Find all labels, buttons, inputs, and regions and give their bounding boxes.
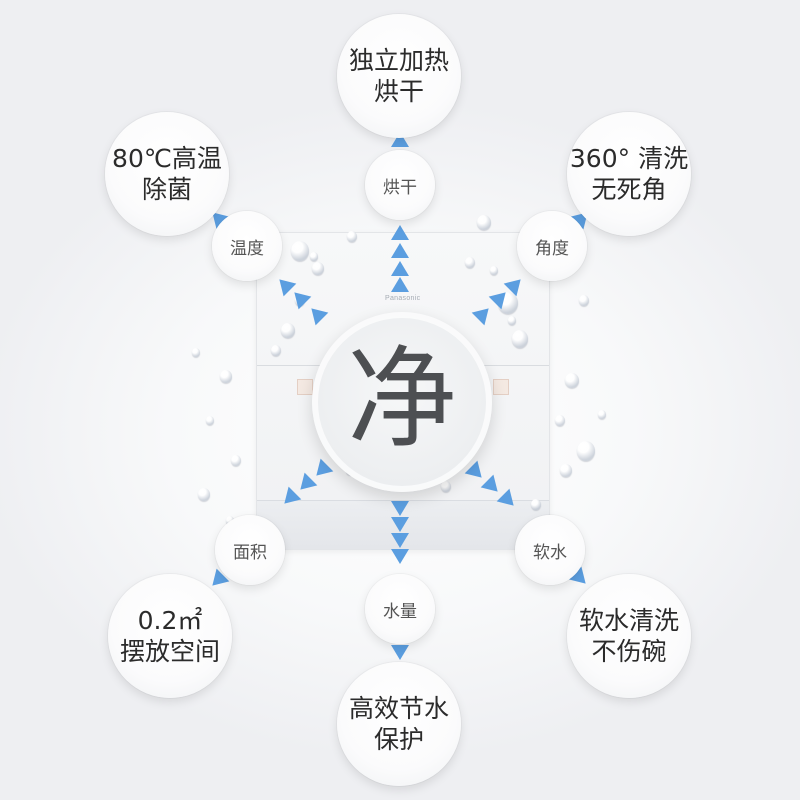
- water-droplet: [231, 455, 241, 466]
- feature-bottom-tag-label: 水量: [383, 601, 417, 622]
- feature-bottom-right-line1: 软水清洗: [578, 606, 679, 635]
- feature-bottom-left-tag-label: 面积: [233, 542, 267, 563]
- direction-arrow-icon: [488, 292, 506, 310]
- center-badge: 净: [312, 312, 492, 492]
- feature-top-line2: 烘干: [373, 77, 424, 106]
- direction-arrow-icon: [391, 132, 409, 147]
- feature-top-right-tag-label: 角度: [535, 238, 569, 259]
- feature-bottom-left-circle: 0.2㎡ 摆放空间: [108, 574, 232, 698]
- water-droplet: [271, 345, 281, 356]
- water-droplet: [477, 215, 491, 231]
- direction-arrow-icon: [311, 308, 329, 326]
- feature-top-left-circle: 80℃高温 除菌: [105, 112, 229, 236]
- direction-arrow-icon: [391, 261, 409, 276]
- feature-bottom-line1: 高效节水: [348, 694, 449, 723]
- feature-bottom-left-tag: 面积: [215, 515, 285, 585]
- direction-arrow-icon: [279, 279, 297, 297]
- water-droplet: [310, 252, 318, 261]
- feature-top-left-line1: 80℃高温: [112, 144, 222, 173]
- brand-logo: Panasonic: [385, 295, 421, 302]
- feature-bottom-right-line2: 不伤碗: [591, 637, 667, 666]
- center-character: 净: [347, 335, 457, 463]
- feature-top-left-tag: 温度: [212, 211, 282, 281]
- arrow-markers: [212, 132, 588, 660]
- water-droplet: [577, 441, 595, 461]
- direction-arrow-icon: [212, 568, 230, 586]
- water-droplet: [198, 488, 210, 502]
- water-droplet: [555, 415, 565, 426]
- feature-top-right-tag: 角度: [517, 211, 587, 281]
- direction-arrow-icon: [316, 458, 334, 476]
- water-droplet: [560, 464, 572, 478]
- feature-bottom-right-circle: 软水清洗 不伤碗: [567, 574, 691, 698]
- feature-bottom-right-tag-label: 软水: [533, 542, 567, 563]
- feature-top-left-tag-label: 温度: [230, 238, 264, 259]
- water-droplet: [220, 370, 232, 384]
- feature-top-left-line2: 除菌: [141, 175, 192, 204]
- feature-bottom-tag: 水量: [365, 574, 435, 644]
- feature-top-line1: 独立加热: [348, 46, 449, 75]
- direction-arrow-icon: [391, 533, 409, 548]
- water-droplet: [565, 373, 579, 389]
- direction-arrow-icon: [471, 308, 489, 326]
- water-droplet: [312, 262, 324, 276]
- water-droplet: [206, 416, 214, 425]
- feature-bottom-right-tag: 软水: [515, 515, 585, 585]
- direction-arrow-icon: [496, 488, 514, 506]
- feature-bottom-left-line1: 0.2㎡: [137, 606, 203, 635]
- water-droplet: [465, 257, 475, 268]
- feature-top-circle: 独立加热 烘干: [337, 14, 461, 138]
- water-droplet: [531, 499, 541, 510]
- direction-arrow-icon: [300, 472, 318, 490]
- water-droplet: [512, 330, 528, 348]
- feature-top-tag: 烘干: [365, 150, 435, 220]
- feature-bottom-left-line2: 摆放空间: [119, 637, 220, 666]
- feature-bottom-circle: 高效节水 保护: [337, 662, 461, 786]
- feature-top-right-line1: 360° 清洗: [569, 144, 689, 173]
- direction-arrow-icon: [284, 486, 302, 504]
- direction-arrow-icon: [294, 292, 312, 310]
- feature-top-tag-label: 烘干: [383, 177, 417, 198]
- water-droplet: [192, 348, 200, 357]
- direction-arrow-icon: [391, 645, 409, 660]
- feature-bottom-line2: 保护: [373, 725, 424, 754]
- direction-arrow-icon: [503, 279, 521, 297]
- direction-arrow-icon: [391, 225, 409, 240]
- direction-arrow-icon: [568, 566, 586, 584]
- water-droplet: [281, 323, 295, 339]
- feature-top-right-line2: 无死角: [591, 175, 667, 204]
- direction-arrow-icon: [464, 460, 482, 478]
- water-droplet: [441, 481, 451, 492]
- water-droplet: [347, 231, 357, 242]
- door-handle-right: [493, 379, 509, 395]
- direction-arrow-icon: [391, 277, 409, 292]
- direction-arrow-icon: [391, 243, 409, 258]
- water-droplet: [598, 410, 606, 419]
- water-droplet: [579, 295, 589, 306]
- water-droplet: [490, 266, 498, 275]
- water-droplet: [508, 316, 516, 325]
- direction-arrow-icon: [480, 474, 498, 492]
- feature-top-right-circle: 360° 清洗 无死角: [567, 112, 691, 236]
- direction-arrow-icon: [391, 517, 409, 532]
- direction-arrow-icon: [391, 549, 409, 564]
- direction-arrow-icon: [391, 501, 409, 516]
- water-droplet: [291, 241, 309, 261]
